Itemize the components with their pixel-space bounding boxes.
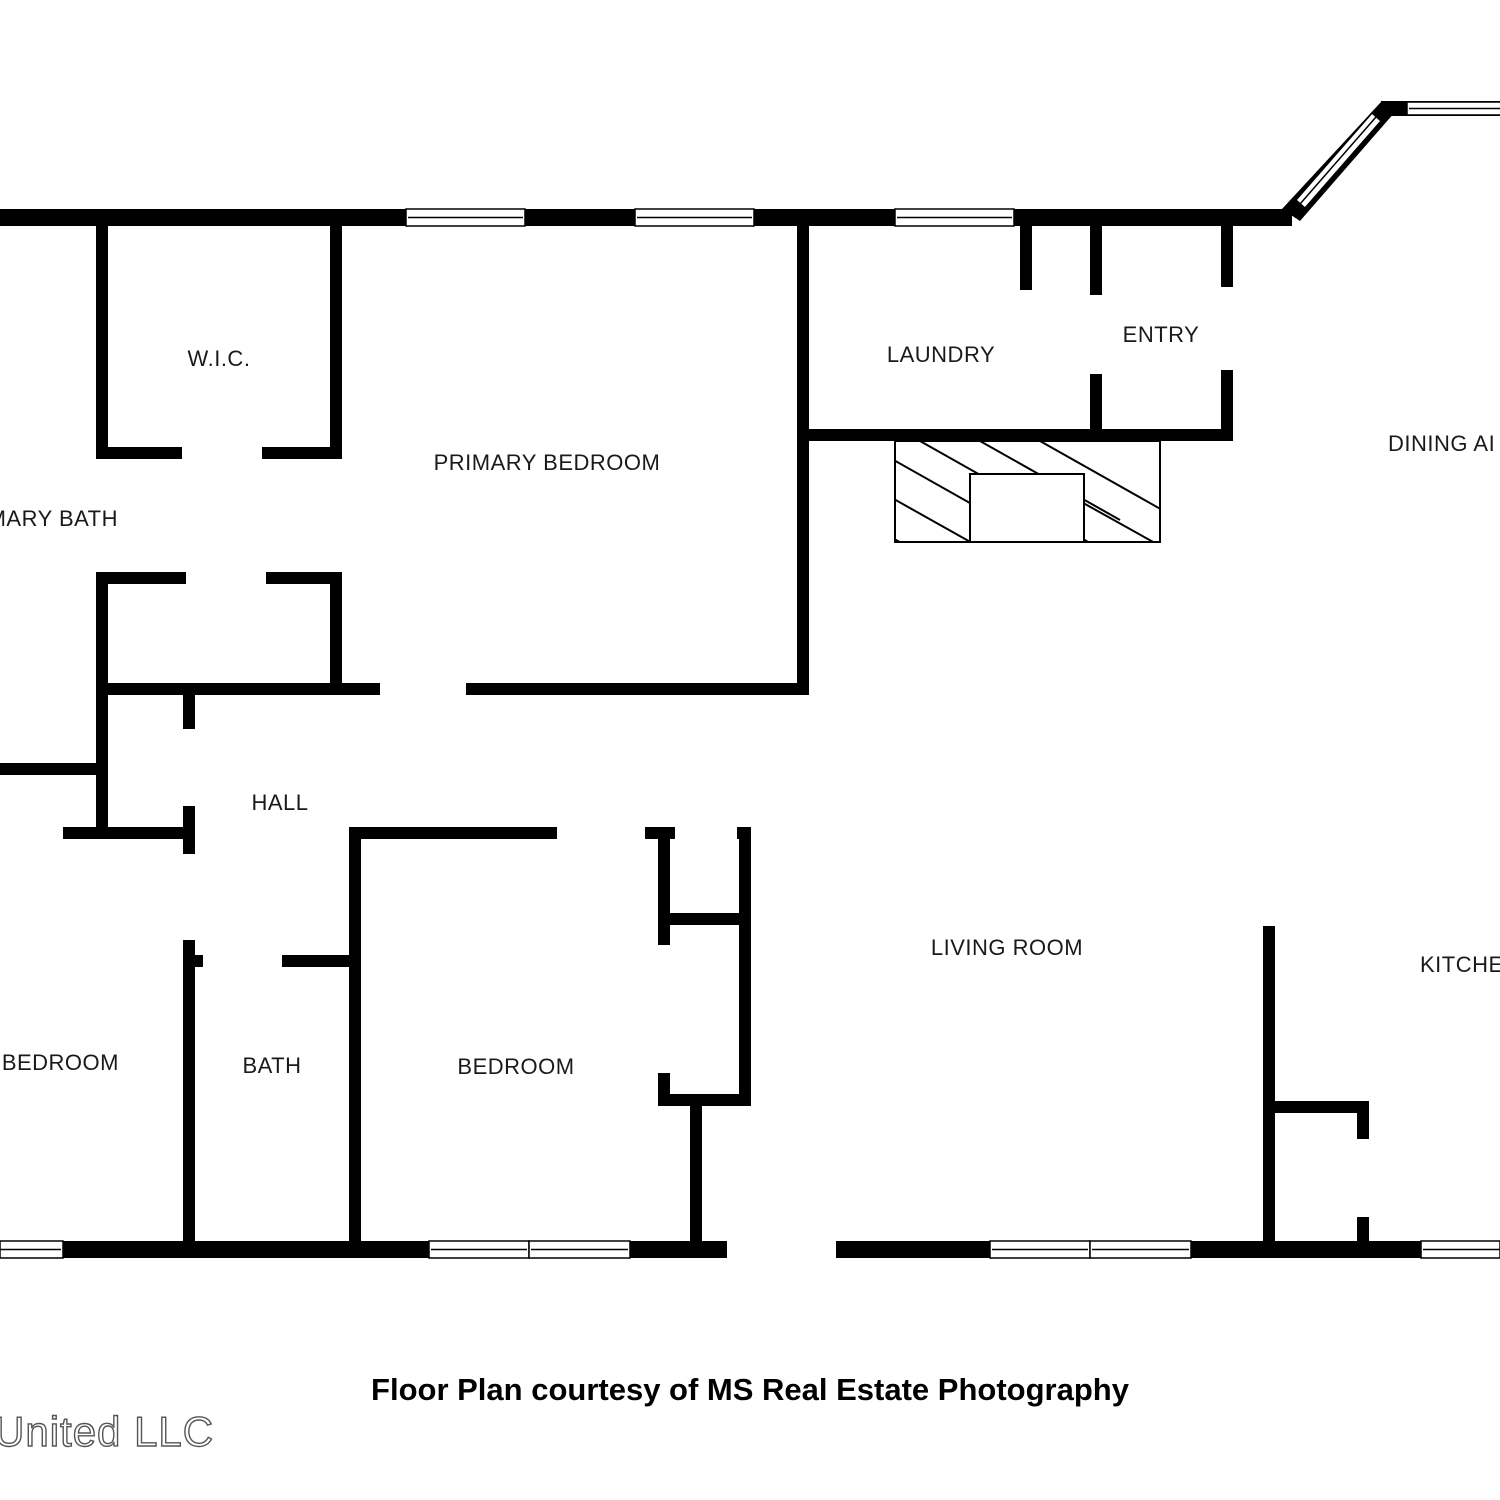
- room-label-bath: BATH: [242, 1053, 301, 1078]
- room-label-wic: W.I.C.: [188, 346, 251, 371]
- wall-bath-top-b: [282, 955, 360, 967]
- window-center-bedroom: [428, 1240, 631, 1259]
- wall-closet-left: [96, 572, 108, 835]
- room-label-hall: HALL: [251, 790, 308, 815]
- wall-entry-right-bottom: [1221, 370, 1233, 441]
- room-label-bedroom-left: BEDROOM: [2, 1050, 119, 1075]
- fireplace-hearth: [969, 473, 1085, 543]
- room-label-living-room: LIVING ROOM: [931, 935, 1083, 960]
- window-bay-top: [1406, 101, 1500, 116]
- wall-primary-bottom-b: [466, 683, 809, 695]
- room-label-primary-bedroom: PRIMARY BEDROOM: [434, 450, 661, 475]
- wall-laundry-entry-top: [1090, 209, 1102, 295]
- wall-closet-mid: [658, 913, 751, 925]
- wall-closet-top-a: [96, 572, 186, 584]
- wall-wic-bottom-a: [96, 447, 182, 459]
- wall-left-bedroom-top: [63, 827, 195, 839]
- windows: [0, 101, 1500, 1259]
- wall-laundry-entry-bottom: [1090, 374, 1102, 441]
- window-bay-angle: [1294, 111, 1383, 210]
- wall-laundry-bottom: [797, 429, 1233, 441]
- wall-left-stub: [0, 763, 108, 775]
- window-left-bedroom: [0, 1240, 64, 1259]
- wall-kitchen-pantry-top: [1263, 1101, 1369, 1113]
- wall-entry-right-top: [1221, 209, 1233, 287]
- floor-plan-credit: Floor Plan courtesy of MS Real Estate Ph…: [371, 1372, 1129, 1407]
- watermark: United LLC: [0, 1407, 215, 1455]
- wall-closet-right: [739, 827, 751, 1106]
- wall-wic-left: [96, 209, 108, 459]
- wall-primary-right: [797, 209, 809, 695]
- wall-wic-right: [330, 209, 342, 459]
- fireplace: [894, 440, 1161, 543]
- room-label-kitchen: KITCHE: [1420, 952, 1500, 977]
- wall-bedroom-right: [690, 1094, 702, 1258]
- window-laundry: [894, 208, 1015, 227]
- wall-bath-right: [349, 827, 361, 1258]
- window-primary-1: [405, 208, 526, 227]
- wall-hall-left-bottom: [183, 940, 195, 1258]
- window-living-room: [989, 1240, 1192, 1259]
- window-kitchen: [1420, 1240, 1500, 1259]
- wall-kitchen-divider: [1263, 926, 1275, 1258]
- window-primary-2: [634, 208, 755, 227]
- room-label-bedroom-center: BEDROOM: [457, 1054, 574, 1079]
- wall-closet-left-top: [658, 827, 670, 945]
- room-label-dining-area: DINING AI: [1388, 431, 1495, 456]
- room-label-laundry: LAUNDRY: [887, 342, 995, 367]
- room-label-entry: ENTRY: [1123, 322, 1200, 347]
- wall-wic-bottom-b: [262, 447, 342, 459]
- walls: [0, 101, 1500, 1258]
- wall-bedroom-top-a: [349, 827, 557, 839]
- wall-hall-left-top: [183, 683, 195, 729]
- wall-bath-top-a: [183, 955, 203, 967]
- room-label-primary-bath: MARY BATH: [0, 506, 118, 531]
- room-labels: W.I.C. PRIMARY BEDROOM MARY BATH LAUNDRY…: [0, 322, 1500, 1079]
- wall-closet-right: [330, 572, 342, 692]
- wall-primary-bottom-a: [96, 683, 380, 695]
- wall-kitchen-pantry-right-top: [1357, 1101, 1369, 1139]
- wall-laundry-closet-bottom: [1020, 282, 1032, 290]
- wall-closet-bottom: [658, 1094, 751, 1106]
- wall-laundry-closet-left: [1020, 209, 1032, 289]
- wall-closet-top-b: [266, 572, 342, 584]
